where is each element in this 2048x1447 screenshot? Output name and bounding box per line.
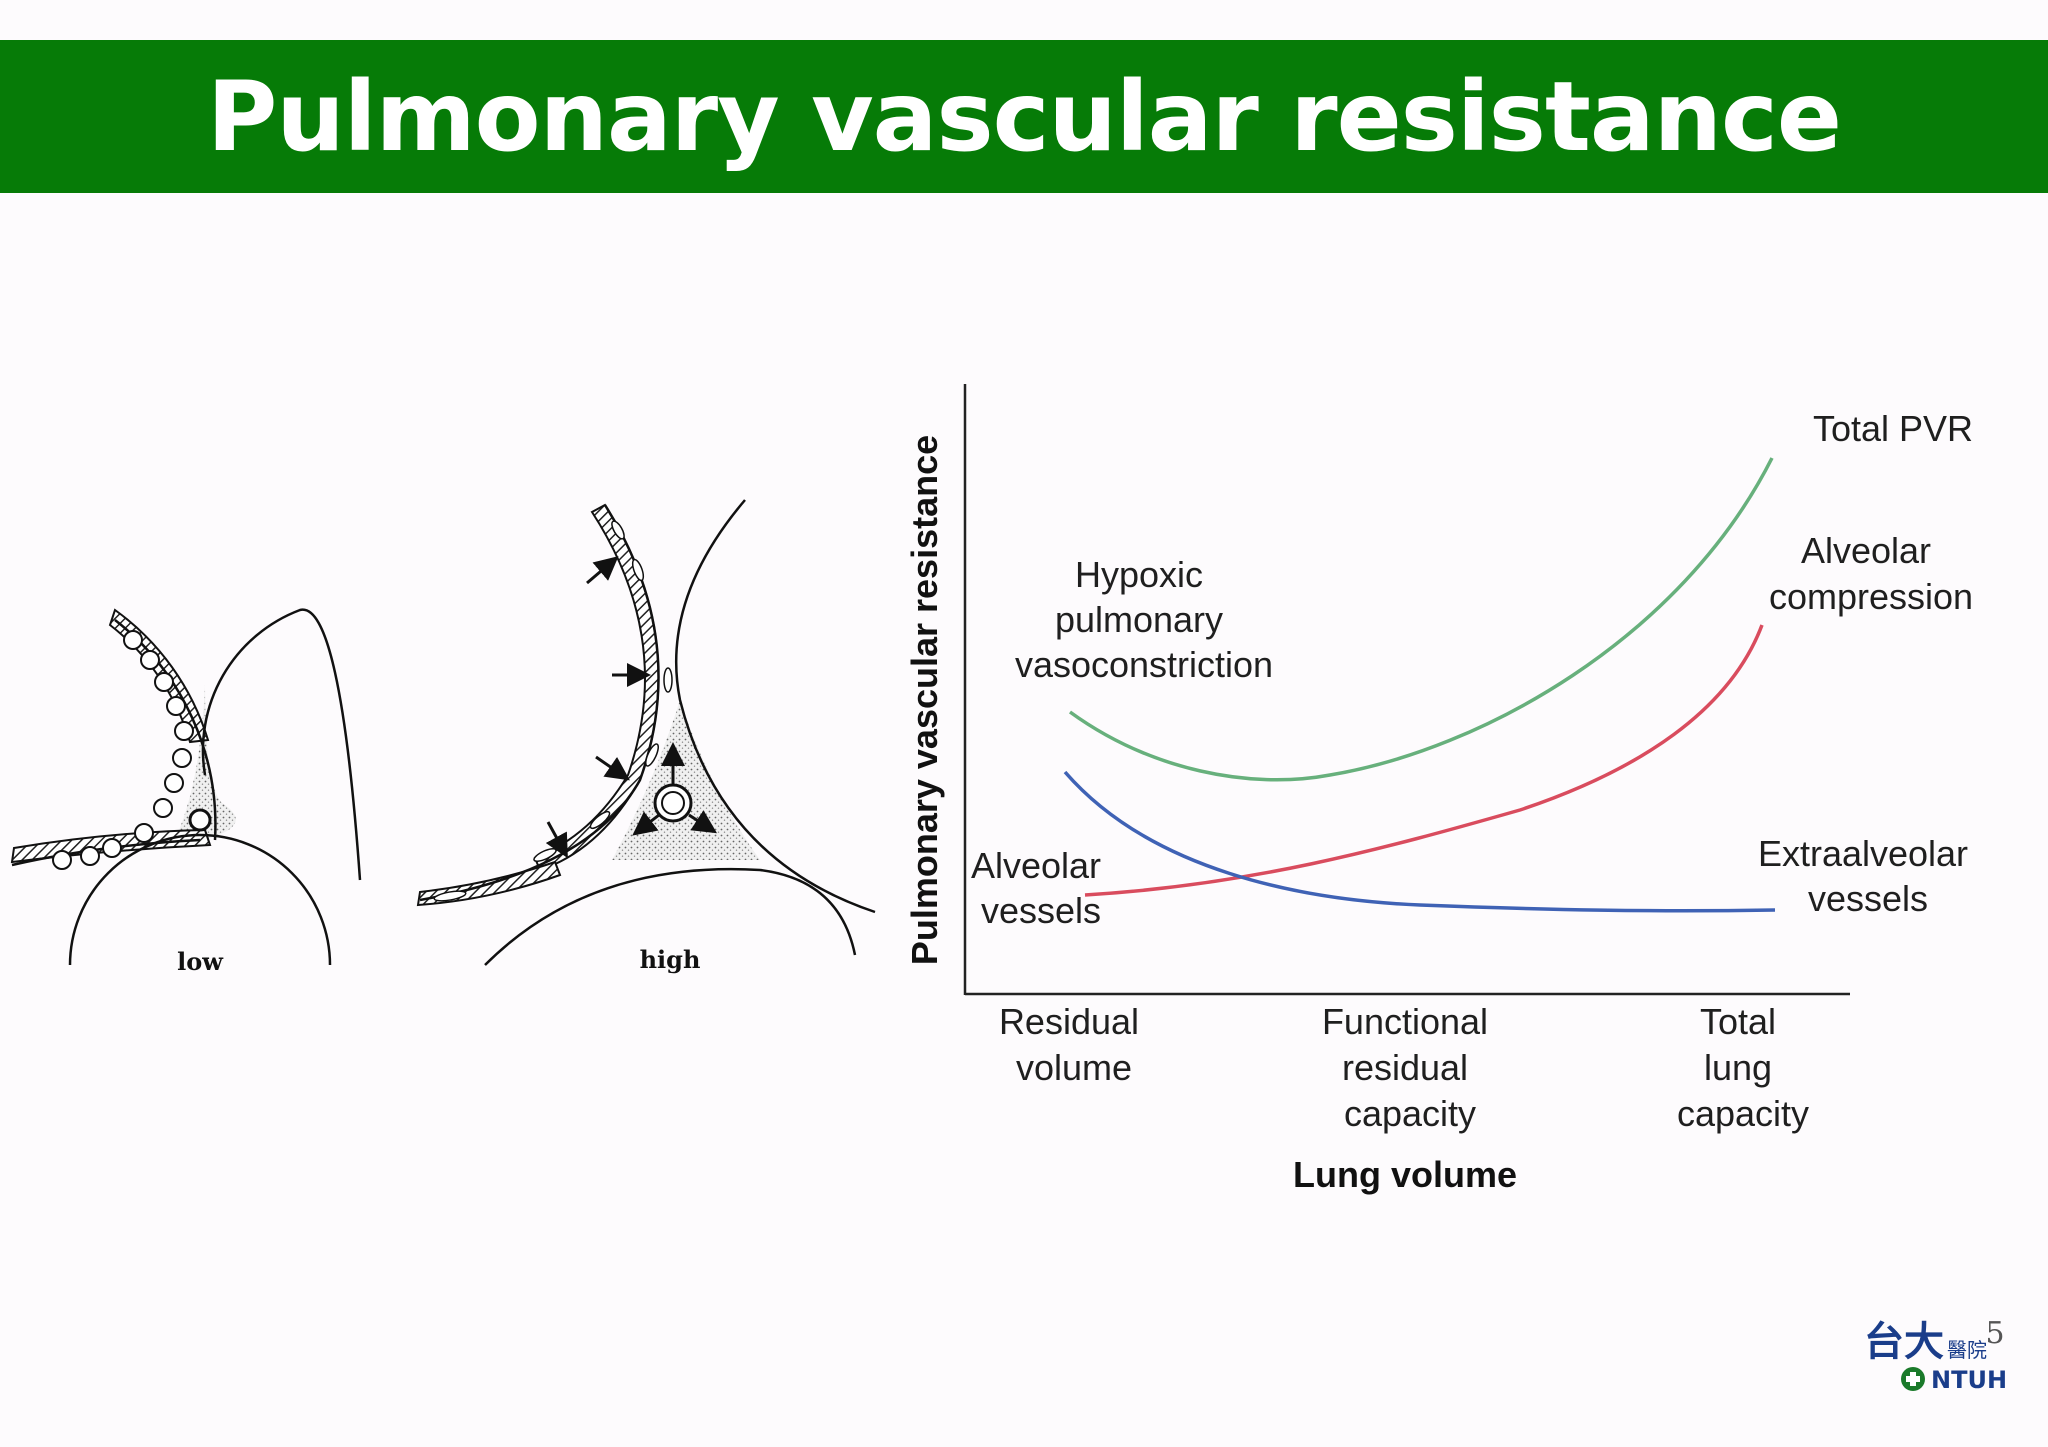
annotation-total-pvr: Total PVR — [1813, 408, 1973, 449]
capillary-circles — [52, 630, 194, 870]
logo-hanzi: 台大 — [1864, 1318, 1944, 1365]
x-tick-tlc: Total lung capacity — [1677, 1001, 1809, 1134]
page-title: Pulmonary vascular resistance — [207, 60, 1842, 173]
low-label: low — [177, 947, 224, 976]
page-number: 5 — [1985, 1316, 2004, 1351]
high-label: high — [640, 945, 701, 974]
x-axis-title: Lung volume — [1293, 1154, 1517, 1195]
title-bar: Pulmonary vascular resistance — [0, 40, 2048, 193]
logo-sub: 醫院 — [1947, 1338, 1987, 1362]
high-volume-diagram: high — [416, 499, 876, 974]
logo-en: NTUH — [1931, 1366, 2007, 1394]
low-volume-diagram: low — [10, 608, 362, 976]
alveolus-right — [201, 608, 362, 881]
ntuh-logo: 台大 醫院 NTUH — [1864, 1318, 2007, 1394]
alveolus-high-right — [674, 499, 876, 914]
series-alveolar-compression-line — [1084, 624, 1764, 897]
annotation-hypoxic: Hypoxic pulmonary vasoconstriction — [1015, 554, 1273, 685]
y-axis-title: Pulmonary vascular resistance — [904, 435, 945, 965]
x-tick-residual-volume: Residual volume — [999, 1001, 1149, 1088]
alveolus-high-left — [419, 504, 660, 902]
annotation-extraalveolar-vessels: Extraalveolar vessels — [1758, 833, 1978, 919]
annotation-alveolar-compression: Alveolar compression — [1769, 530, 1973, 617]
alveolus-high-bottom — [484, 867, 857, 966]
pressure-arrows — [545, 556, 718, 859]
series-total-pvr-line — [1068, 457, 1774, 782]
alveolus-bottom — [68, 833, 332, 966]
annotation-alveolar-vessels: Alveolar vessels — [971, 845, 1111, 931]
plus-circle-icon — [1901, 1367, 1925, 1391]
x-tick-frc: Functional residual capacity — [1322, 1001, 1498, 1134]
series-extraalveolar-vessels-line — [1063, 770, 1776, 913]
extraalveolar-vessel-small — [188, 808, 212, 832]
pvr-chart: Pulmonary vascular resistance Lung volum… — [904, 384, 1978, 1195]
